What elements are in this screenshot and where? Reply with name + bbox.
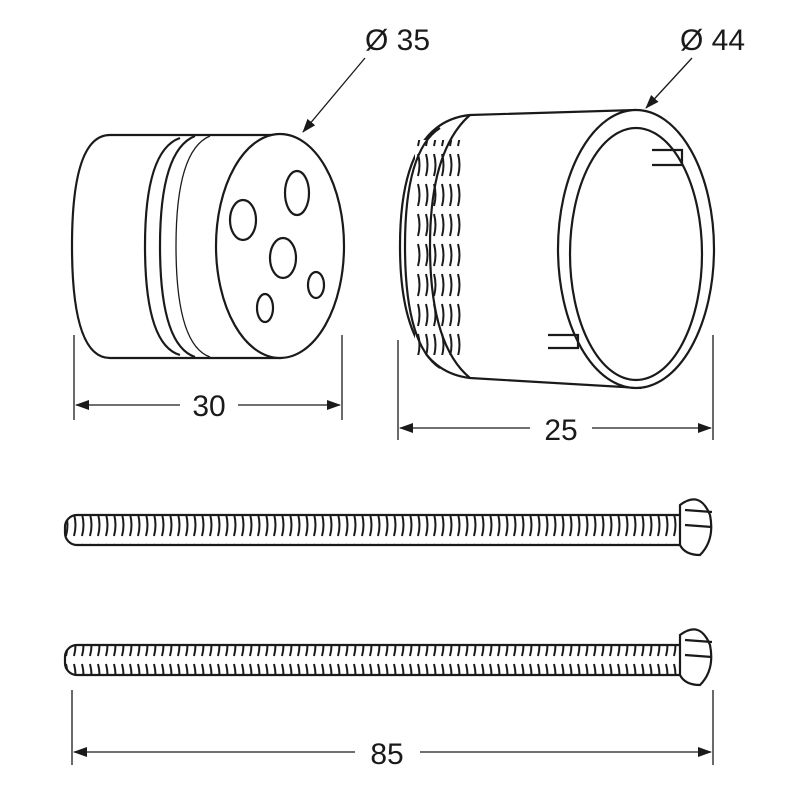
- screw-1: [63, 498, 713, 557]
- ring-cylinder: [398, 108, 716, 390]
- length-label-85: 85: [370, 738, 403, 771]
- diameter-label-35: Ø 35: [365, 24, 430, 57]
- diameter-35-leader: Ø 35: [302, 24, 430, 133]
- dimension-30: 30: [73, 335, 343, 423]
- screw-2: [63, 628, 713, 687]
- cap-cylinder: [70, 132, 346, 360]
- dimension-85: 85: [71, 690, 714, 771]
- diameter-label-44: Ø 44: [680, 24, 745, 57]
- cap-holes: [228, 169, 326, 324]
- diameter-44-leader: Ø 44: [645, 24, 745, 109]
- length-label-30: 30: [192, 390, 225, 423]
- length-label-25: 25: [544, 414, 577, 447]
- dimension-25: 25: [397, 335, 714, 447]
